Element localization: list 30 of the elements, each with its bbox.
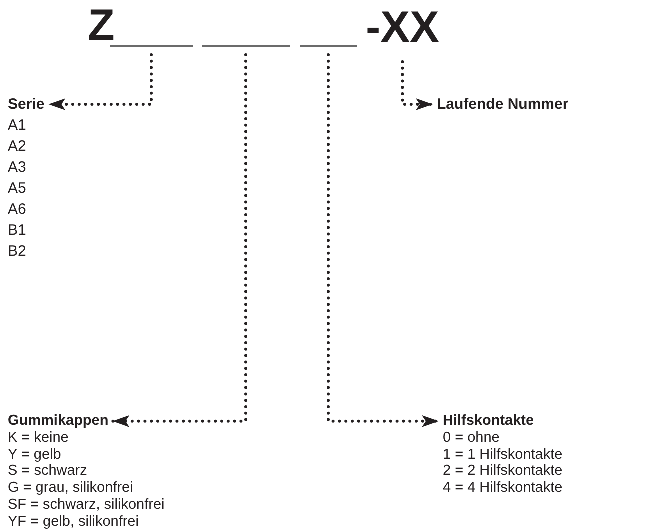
dotted-arrow bbox=[401, 60, 434, 110]
blank-line bbox=[300, 45, 357, 47]
option-item: A5 bbox=[8, 179, 26, 199]
section-heading: Laufende Nummer bbox=[437, 95, 569, 115]
option-item: B2 bbox=[8, 242, 26, 262]
section-heading: Hilfskontakte bbox=[443, 413, 534, 430]
option-item: YF = gelb, silikonfrei bbox=[8, 514, 139, 531]
option-item: A1 bbox=[8, 116, 26, 136]
option-item: 2 = 2 Hilfskontakte bbox=[443, 463, 563, 480]
code-suffix: -XX bbox=[366, 2, 440, 54]
blank-line bbox=[202, 45, 290, 47]
code-prefix: Z bbox=[88, 0, 115, 52]
dotted-arrow bbox=[111, 54, 248, 428]
option-item: S = schwarz bbox=[8, 463, 88, 480]
option-item: 1 = 1 Hilfskontakte bbox=[443, 446, 563, 464]
option-item: SF = schwarz, silikonfrei bbox=[8, 496, 165, 514]
option-item: 4 = 4 Hilfskontakte bbox=[443, 480, 563, 497]
option-item: Y = gelb bbox=[8, 446, 62, 464]
option-item: A6 bbox=[8, 200, 26, 220]
dotted-arrow bbox=[327, 54, 440, 428]
dotted-arrow bbox=[47, 54, 153, 110]
section-heading: Gummikappen bbox=[8, 413, 109, 430]
option-item: 0 = ohne bbox=[443, 430, 500, 447]
option-item: A2 bbox=[8, 137, 26, 157]
option-item: G = grau, silikonfrei bbox=[8, 480, 134, 497]
option-item: A3 bbox=[8, 158, 26, 178]
section-heading: Serie bbox=[8, 95, 45, 115]
option-item: B1 bbox=[8, 221, 26, 241]
blank-line bbox=[110, 45, 193, 47]
option-item: K = keine bbox=[8, 430, 69, 447]
